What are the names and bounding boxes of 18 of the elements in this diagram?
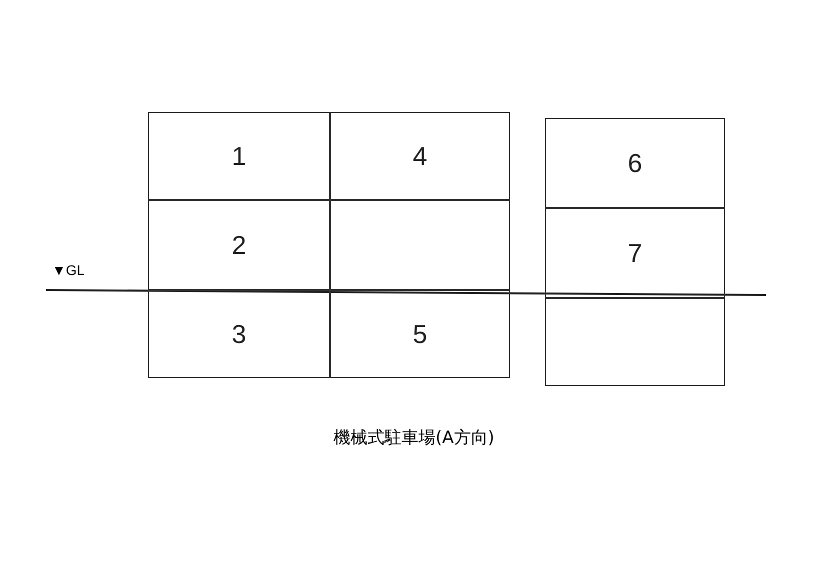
parking-bay-box xyxy=(148,290,330,378)
parking-bay-box xyxy=(330,290,510,378)
bay-number: 7 xyxy=(628,238,642,268)
caption: 機械式駐車場(A方向) xyxy=(334,428,494,448)
parking-bay-box xyxy=(545,118,725,208)
parking-bay-box xyxy=(148,112,330,200)
ground-level-label: ▼GL xyxy=(52,262,85,278)
bay-number: 3 xyxy=(232,318,246,350)
parking-bay-box xyxy=(330,112,510,200)
empty-bay-box xyxy=(545,298,725,386)
bay-number: 4 xyxy=(412,140,428,172)
bay-number: 1 xyxy=(232,140,246,172)
parking-bay-box xyxy=(545,208,725,298)
parking-bay-box xyxy=(148,200,330,290)
empty-bay-box xyxy=(330,200,510,290)
bay-number: 6 xyxy=(628,148,642,178)
bay-number: 2 xyxy=(232,230,246,260)
bay-number: 5 xyxy=(412,318,428,350)
